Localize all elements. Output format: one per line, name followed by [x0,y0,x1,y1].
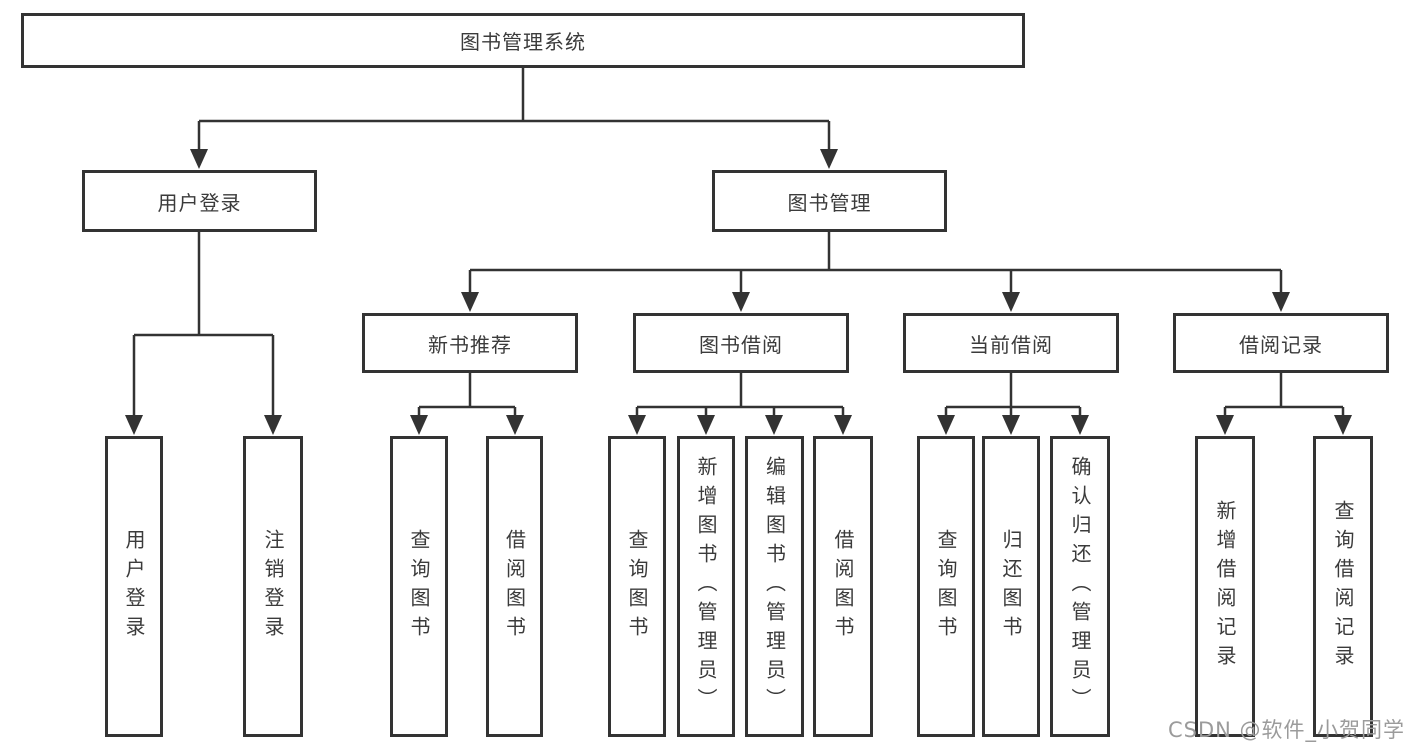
node-book-borrow: 图书借阅 [633,313,849,373]
leaf-edit-books-admin: 编辑图书（管理员） [745,436,804,737]
node-label: 借阅记录 [1239,332,1323,357]
leaf-user-login: 用户登录 [105,436,163,737]
leaf-label: 查询借阅记录 [1331,499,1355,674]
leaf-label: 查询图书 [625,528,649,645]
leaf-label: 编辑图书（管理员） [762,456,787,717]
leaf-return-books: 归还图书 [982,436,1040,737]
arrowheads [125,149,1352,435]
csdn-watermark: CSDN @软件_小贺同学 [1168,718,1405,742]
leaf-label: 查询图书 [407,528,431,645]
leaf-borrow-books-2: 借阅图书 [813,436,873,737]
leaf-borrow-books-1: 借阅图书 [486,436,543,737]
node-label: 当前借阅 [969,332,1053,357]
node-book-management-branch: 图书管理 [712,170,947,232]
node-user-login-branch: 用户登录 [82,170,317,232]
node-label: 图书管理系统 [460,30,586,54]
node-label: 图书管理 [787,190,872,215]
leaf-add-books-admin: 新增图书（管理员） [677,436,735,737]
leaf-label: 查询图书 [934,528,958,645]
leaf-label: 归还图书 [999,528,1023,645]
node-label: 用户登录 [157,190,242,215]
node-borrow-records: 借阅记录 [1173,313,1389,373]
leaf-label: 确认归还（管理员） [1068,456,1092,717]
leaf-label: 借阅图书 [502,528,527,645]
leaf-label: 借阅图书 [831,528,855,645]
node-current-borrow: 当前借阅 [903,313,1119,373]
node-system-root: 图书管理系统 [21,13,1025,68]
leaf-query-borrow-record: 查询借阅记录 [1313,436,1373,737]
leaf-label: 用户登录 [122,528,146,645]
node-label: 新书推荐 [428,332,512,357]
leaf-confirm-return-admin: 确认归还（管理员） [1050,436,1110,737]
leaf-label: 新增借阅记录 [1213,499,1237,674]
node-label: 图书借阅 [699,332,783,357]
leaf-label: 注销登录 [261,528,285,645]
node-new-book-recommend: 新书推荐 [362,313,578,373]
leaf-query-books-1: 查询图书 [390,436,448,737]
leaf-query-books-2: 查询图书 [608,436,666,737]
leaf-logout: 注销登录 [243,436,303,737]
leaf-add-borrow-record: 新增借阅记录 [1195,436,1255,737]
leaf-query-books-3: 查询图书 [917,436,975,737]
leaf-label: 新增图书（管理员） [694,456,718,717]
